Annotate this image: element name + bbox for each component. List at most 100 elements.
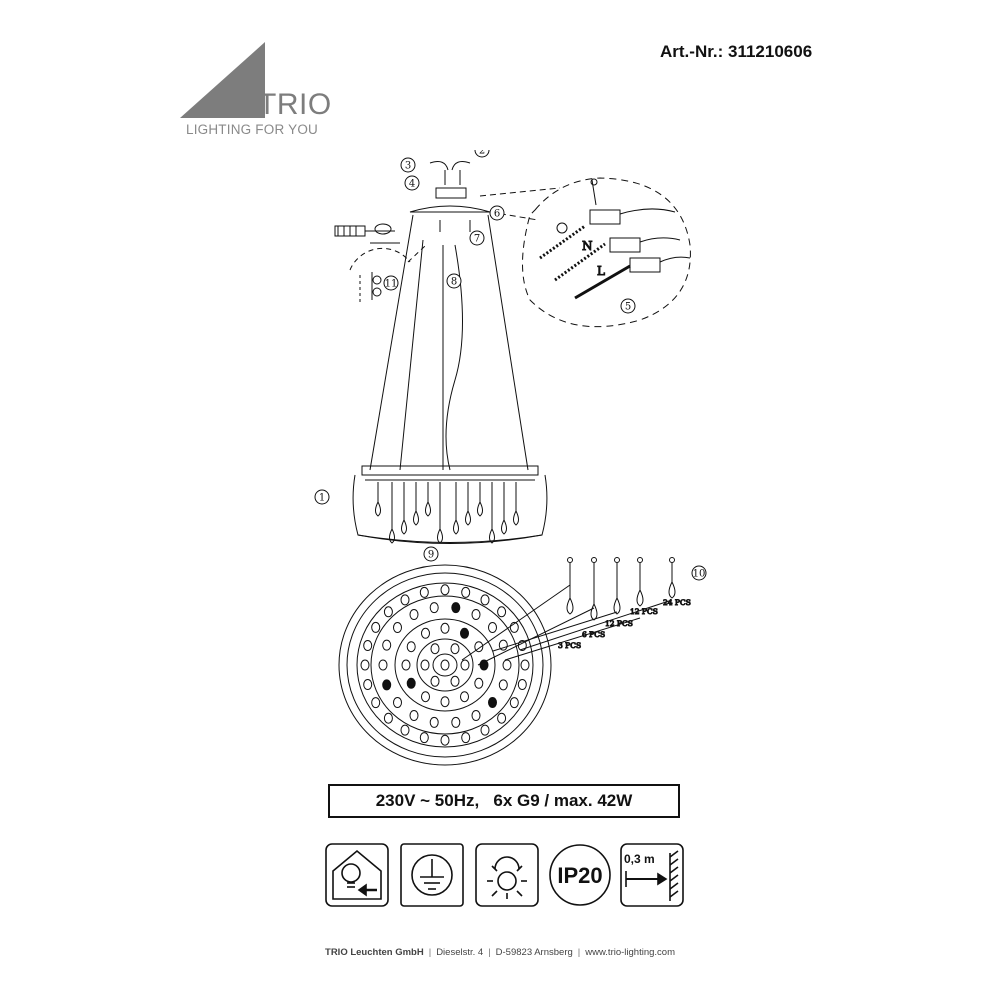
crystal-variant [613, 597, 621, 615]
suspension-cables [369, 214, 529, 471]
crystal-hook [591, 557, 597, 563]
footer-company: TRIO Leuchten GmbH [325, 947, 424, 958]
step-number: 3 [405, 161, 411, 172]
bottom-plate-top-view [338, 564, 552, 766]
step-marker-circle [620, 298, 636, 314]
step-number: 11 [385, 279, 398, 290]
crystal-position [406, 641, 416, 653]
crystal-variant [636, 589, 644, 607]
trio-logo-triangle [180, 42, 265, 118]
crystal-variants [566, 557, 676, 621]
crystal-position [429, 602, 439, 614]
crystal-position [360, 659, 370, 671]
crystal-position [498, 679, 508, 691]
ceiling-canopy [409, 161, 491, 232]
crystal-drop [501, 519, 507, 535]
crystal-position [378, 659, 388, 671]
step-number: 5 [625, 302, 631, 313]
crystal-position [497, 712, 507, 724]
crystal-drop [437, 528, 443, 544]
crystal-hook [567, 557, 573, 563]
step-marker-circle [489, 205, 505, 221]
crystal-position [363, 640, 373, 651]
crystal-drop [489, 528, 495, 544]
footer-city: D-59823 Arnsberg [495, 947, 573, 958]
crystal-drop [465, 510, 471, 526]
count-label-12a: 12 PCS [605, 619, 633, 628]
crystal-drop [425, 501, 431, 517]
crystal-position [488, 622, 497, 633]
crystal-position [430, 675, 440, 687]
crystal-position [517, 679, 527, 690]
step-marker-circle [423, 546, 439, 562]
crystal-position [421, 627, 430, 639]
crystal-position [450, 675, 460, 687]
crystal-position [440, 659, 450, 671]
crystal-position [409, 609, 419, 620]
crystal-leader-lines [461, 584, 673, 666]
crystal-position [480, 594, 490, 606]
crystal-position [480, 724, 490, 736]
step-marker-circle [404, 175, 420, 191]
crystal-position [502, 659, 512, 671]
step-marker-circle [691, 565, 707, 581]
crystal-position [440, 584, 450, 596]
brand-name: TRIO [258, 88, 332, 121]
live-wire-label: L [597, 264, 605, 278]
crystal-position [393, 622, 402, 633]
step-number: 7 [474, 234, 480, 245]
crystal-position-rings [360, 584, 530, 746]
crystal-position [471, 609, 481, 620]
step-number: 1 [319, 493, 325, 504]
chandelier-body [352, 465, 548, 544]
crystal-position [460, 659, 470, 671]
detail-circle-left [349, 245, 426, 302]
crystal-position [409, 710, 419, 721]
step-marker-circle [469, 230, 485, 246]
crystal-drop [513, 510, 519, 526]
crystal-variant [590, 603, 598, 621]
crystal-hook [637, 557, 643, 563]
step-marker-circle [446, 273, 462, 289]
min-distance-label: 0,3 m [624, 852, 655, 866]
crystal-drop [453, 519, 459, 535]
footer: TRIO Leuchten GmbH|Dieselstr. 4|D-59823 … [325, 947, 675, 958]
crystal-position [382, 639, 392, 651]
crystal-position [419, 732, 429, 744]
crystal-position [488, 697, 497, 708]
crystal-position [461, 586, 471, 598]
step-marker-circle [474, 150, 490, 158]
crystal-drop [401, 519, 407, 535]
crystal-position [419, 586, 429, 598]
crystal-position [429, 716, 439, 728]
min-distance-icon: 0,3 m [620, 843, 684, 907]
crystal-position [450, 643, 460, 655]
brand-tagline: LIGHTING FOR YOU [186, 122, 318, 137]
crystal-position [440, 696, 450, 708]
crystal-position [440, 734, 450, 746]
step-marker-circle [400, 157, 416, 173]
crystal-variant [668, 581, 676, 599]
step-number: 8 [451, 277, 457, 288]
crystal-position [430, 643, 440, 655]
crystal-position [382, 679, 392, 691]
crystal-position [406, 677, 416, 689]
step-marker-circle [383, 275, 399, 291]
wiring-detail-circle [479, 177, 691, 328]
crystal-position [401, 659, 411, 671]
crystal-position [400, 594, 410, 606]
crystal-position [474, 677, 484, 689]
ip-rating-icon: IP20 [548, 843, 612, 907]
step-number: 2 [479, 150, 485, 157]
footer-street: Dieselstr. 4 [436, 947, 484, 958]
crystal-position [461, 732, 471, 744]
protective-earth-icon [400, 843, 464, 907]
count-label-3: 3 PCS [558, 641, 581, 650]
count-label-24: 24 PCS [663, 598, 691, 607]
crystal-drop [413, 510, 419, 526]
screwdriver-icon [334, 223, 400, 244]
footer-web: www.trio-lighting.com [585, 947, 675, 958]
crystal-position [497, 606, 507, 618]
